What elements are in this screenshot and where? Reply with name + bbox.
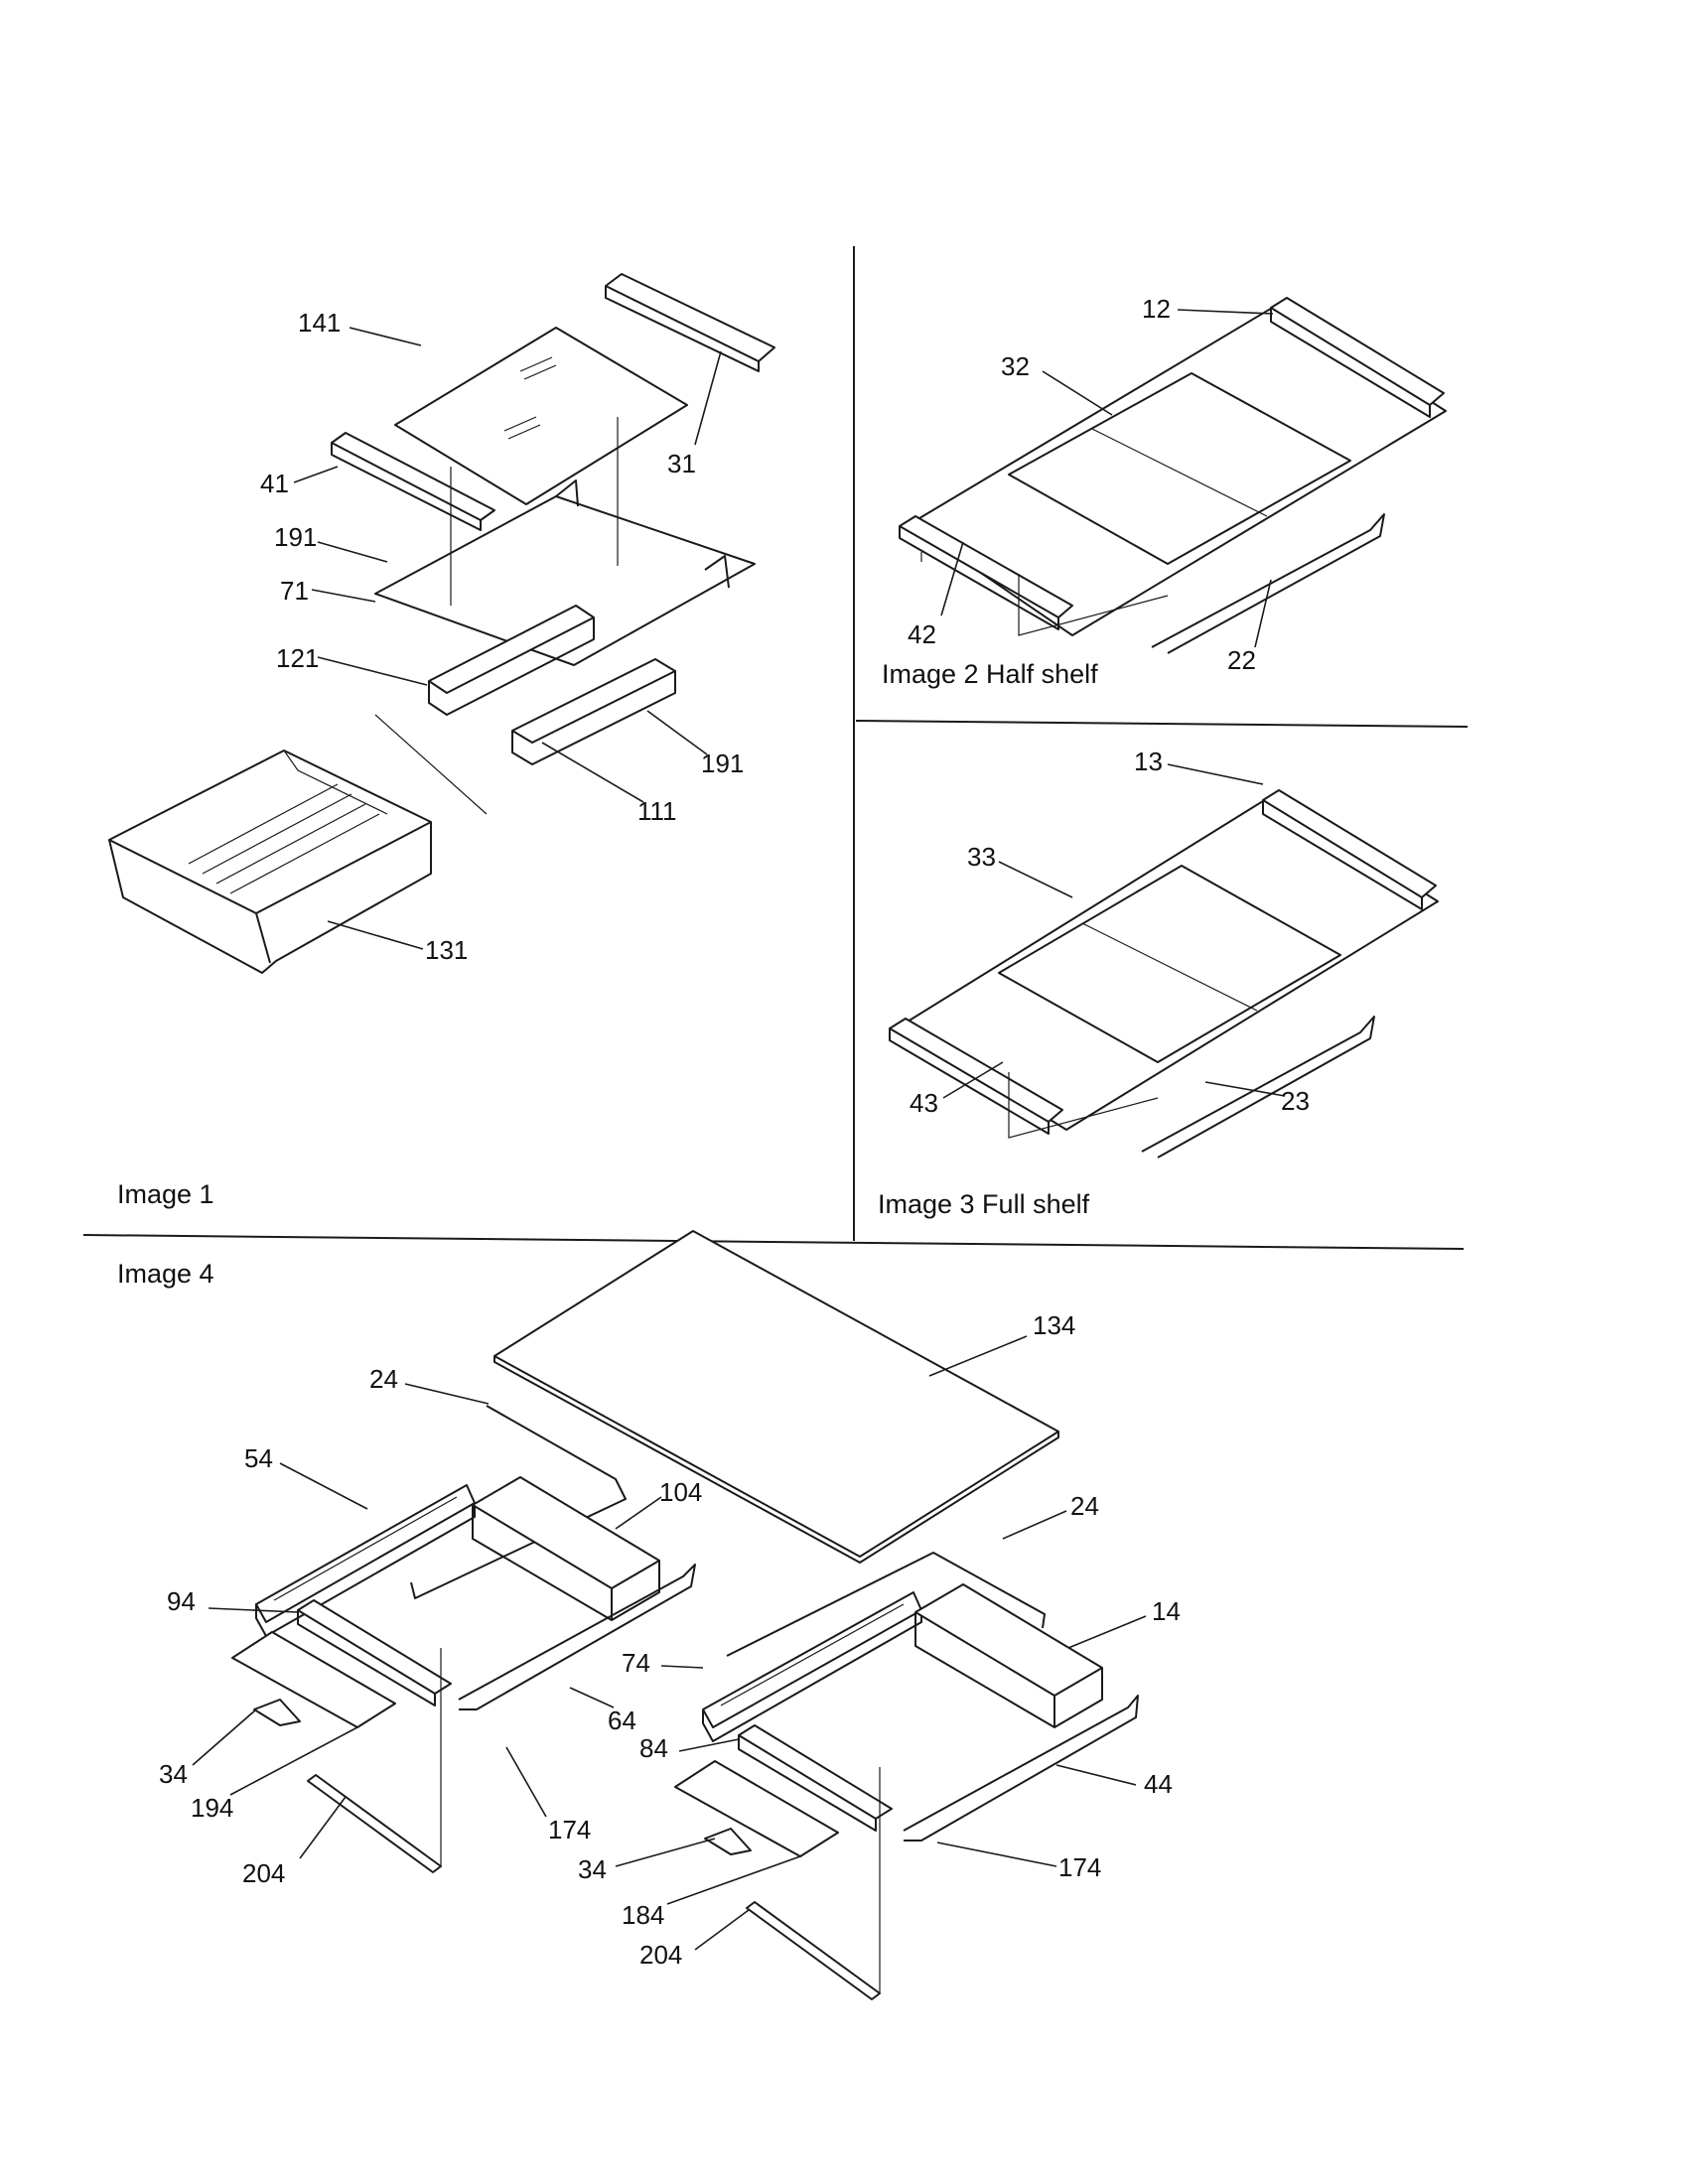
callout-174-left: 174 bbox=[548, 1815, 591, 1844]
callout-111: 111 bbox=[637, 796, 677, 826]
side-rail-22 bbox=[1151, 513, 1385, 654]
callout-24-right: 24 bbox=[1070, 1491, 1099, 1521]
callout-174-right: 174 bbox=[1058, 1852, 1101, 1882]
callout-34-left: 34 bbox=[159, 1759, 188, 1789]
callout-22: 22 bbox=[1227, 645, 1256, 675]
crisper-drawer-131 bbox=[108, 750, 432, 914]
callout-33: 33 bbox=[967, 842, 996, 872]
image3-label: Image 3 Full shelf bbox=[878, 1189, 1090, 1219]
front-trim-184 bbox=[674, 1760, 839, 1857]
glass-shelf-134 bbox=[493, 1230, 1059, 1558]
callout-23: 23 bbox=[1281, 1086, 1310, 1116]
image1-label: Image 1 bbox=[117, 1179, 214, 1209]
frame-191-upper bbox=[374, 495, 756, 666]
image4-drawing bbox=[231, 1230, 1139, 2000]
half-shelf-frame bbox=[909, 303, 1447, 636]
rail-111 bbox=[511, 658, 676, 744]
callout-54: 54 bbox=[244, 1443, 273, 1473]
callout-41: 41 bbox=[260, 469, 289, 498]
callout-13: 13 bbox=[1134, 747, 1163, 776]
image2-drawing bbox=[899, 297, 1447, 654]
callout-12: 12 bbox=[1142, 294, 1171, 324]
section-dividers bbox=[82, 246, 1469, 1250]
callout-71: 71 bbox=[280, 576, 309, 606]
callout-84: 84 bbox=[639, 1733, 668, 1763]
image1-drawing bbox=[108, 273, 775, 974]
callout-194: 194 bbox=[191, 1793, 233, 1823]
callout-24-left: 24 bbox=[369, 1364, 398, 1394]
trim-42 bbox=[899, 515, 1073, 618]
image4-leaders bbox=[192, 1335, 1147, 1951]
callout-131: 131 bbox=[425, 935, 468, 965]
roller-housing-14 bbox=[914, 1583, 1103, 1697]
callout-184: 184 bbox=[622, 1900, 664, 1930]
callout-32: 32 bbox=[1001, 351, 1030, 381]
roller-housing-104 bbox=[472, 1476, 660, 1589]
side-rail-64 bbox=[458, 1564, 696, 1710]
callout-74: 74 bbox=[622, 1648, 650, 1678]
callout-94: 94 bbox=[167, 1586, 196, 1616]
callout-34-right: 34 bbox=[578, 1854, 607, 1884]
image3-leaders bbox=[942, 763, 1286, 1099]
wire-24-left bbox=[410, 1405, 627, 1599]
clip-34-right bbox=[704, 1828, 752, 1855]
bottom-trim-204-left bbox=[307, 1774, 442, 1873]
callout-141: 141 bbox=[298, 308, 341, 338]
trim-31 bbox=[605, 273, 775, 362]
image4-label: Image 4 bbox=[117, 1259, 214, 1289]
callout-204-right: 204 bbox=[639, 1940, 682, 1970]
image2-label: Image 2 Half shelf bbox=[882, 659, 1098, 689]
front-trim-194 bbox=[231, 1631, 396, 1728]
callout-64: 64 bbox=[608, 1706, 636, 1735]
callout-104: 104 bbox=[659, 1477, 702, 1507]
callout-42: 42 bbox=[908, 619, 936, 649]
callout-14: 14 bbox=[1152, 1596, 1181, 1626]
trim-12 bbox=[1270, 297, 1445, 406]
trim-41 bbox=[331, 432, 495, 521]
glass-shelf-141 bbox=[394, 327, 688, 505]
trim-43 bbox=[889, 1018, 1063, 1123]
image3-drawing bbox=[889, 789, 1439, 1159]
slide-94 bbox=[297, 1599, 452, 1695]
side-rail-23 bbox=[1141, 1016, 1375, 1159]
trim-13 bbox=[1262, 789, 1437, 898]
callout-204-left: 204 bbox=[242, 1858, 285, 1888]
slide-84 bbox=[738, 1724, 893, 1820]
wire-24-right bbox=[726, 1552, 1046, 1657]
callout-191-upper: 191 bbox=[274, 522, 317, 552]
callout-121: 121 bbox=[276, 643, 319, 673]
callout-191-lower: 191 bbox=[701, 749, 744, 778]
rail-121 bbox=[428, 605, 595, 694]
bottom-trim-204-right bbox=[746, 1901, 881, 2000]
callout-44: 44 bbox=[1144, 1769, 1173, 1799]
image2-leaders bbox=[940, 309, 1274, 648]
callout-134: 134 bbox=[1033, 1310, 1075, 1340]
side-rail-44 bbox=[903, 1695, 1139, 1842]
clip-34-left bbox=[253, 1699, 301, 1726]
image1-leaders bbox=[293, 327, 722, 950]
callout-43: 43 bbox=[910, 1088, 938, 1118]
callout-31: 31 bbox=[667, 449, 696, 478]
